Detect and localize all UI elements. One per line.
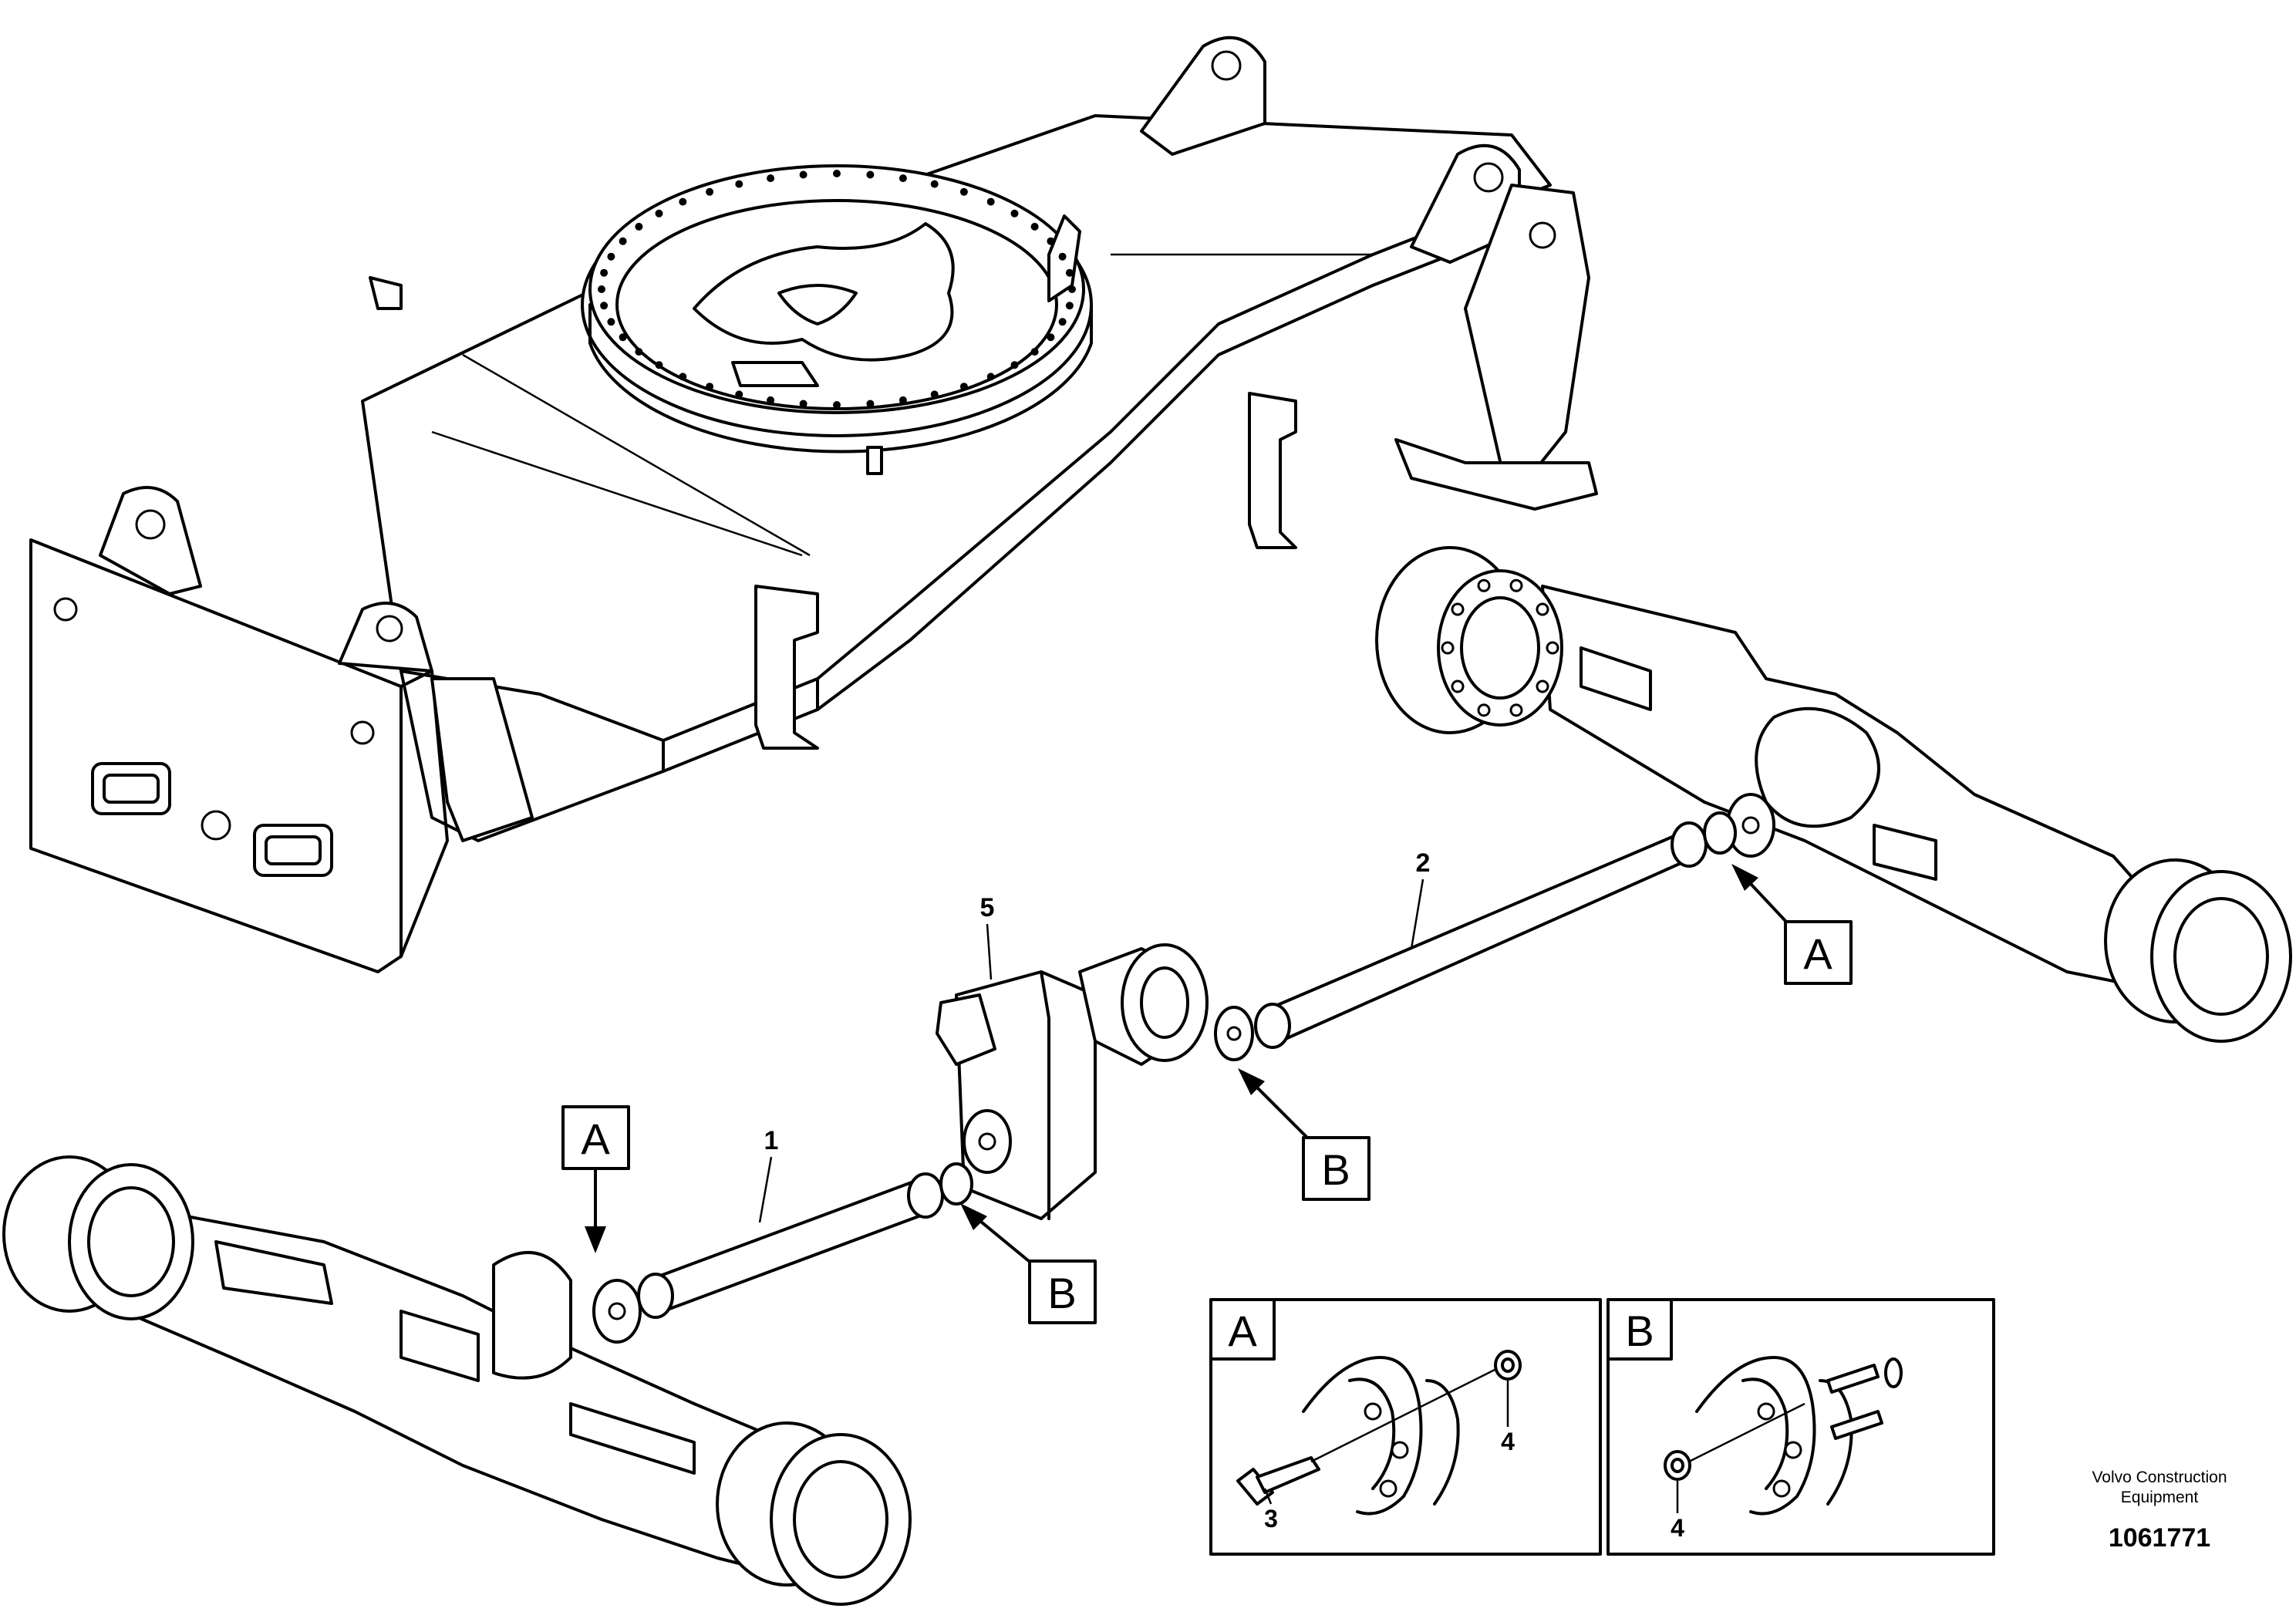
propeller-shaft-1 [637,1162,973,1319]
ring-bolt-hole [607,318,615,326]
front-axle [2,1155,912,1606]
ring-bolt-hole [600,268,609,277]
ring-bolt-hole [706,383,714,391]
ring-bolt-hole [833,401,841,409]
propeller-shaft-2 [1254,811,1737,1049]
callout-label: 2 [1416,848,1431,878]
ring-bolt-hole [619,237,627,245]
detail-callout-4: 4 [1671,1514,1684,1542]
ring-bolt-hole [930,180,939,188]
hub-stud [1509,703,1523,717]
ring-bolt-hole [767,174,775,183]
hub-stud [1536,602,1549,616]
ring-bolt-hole [986,197,995,206]
chassis-frame [29,35,1598,973]
company-name-line2: Equipment [2121,1489,2199,1506]
ring-bolt-hole [598,285,605,293]
hub-stud [1451,679,1465,693]
ring-bolt-hole [1010,209,1019,218]
callout-label: 1 [764,1126,779,1155]
ring-bolt-hole [899,396,907,404]
ring-bolt-hole [899,174,907,183]
ring-bolt-hole [600,302,609,310]
ring-bolt-hole [619,333,627,342]
company-name-line1: Volvo Construction [2092,1469,2227,1486]
callout-number-2: 2 [1410,848,1431,949]
detail-view-a: A 3 4 [1209,1298,1602,1556]
ring-bolt-hole [959,187,968,196]
ring-bolt-hole [986,373,995,381]
detail-view-b: B 4 [1607,1298,1995,1556]
ring-bolt-hole [735,180,743,188]
ring-bolt-hole [1058,252,1067,261]
view-ref-a-rear: A [1731,864,1853,985]
callout-number-5: 5 [980,893,995,980]
ring-bolt-hole [833,170,841,177]
hub-stud [1477,703,1491,717]
view-ref-b-gearbox-front: B [960,1203,1097,1324]
ring-bolt-hole [767,396,775,404]
ring-bolt-hole [1068,285,1076,293]
ring-bolt-hole [866,170,875,179]
ring-bolt-hole [1065,268,1074,277]
ring-bolt-hole [1010,361,1019,369]
ring-bolt-hole [607,252,615,261]
detail-view-label: B [1625,1307,1654,1355]
hub-stud [1441,641,1455,655]
hub-stud [1477,578,1491,592]
hub-stud [1451,602,1465,616]
footer-block: Volvo Construction Equipment 1061771 [2092,1469,2227,1553]
ring-bolt-hole [635,222,643,231]
transfer-gearbox [936,943,1254,1220]
ring-bolt-hole [679,373,687,381]
ring-bolt-hole [866,400,875,408]
view-ref-label: A [1803,929,1832,978]
detail-view-label: A [1228,1307,1257,1355]
ring-bolt-hole [679,197,687,206]
rear-axle [1375,546,2292,1043]
ring-bolt-hole [655,209,663,218]
view-ref-label: B [1047,1269,1076,1317]
detail-callout-3: 3 [1264,1505,1278,1533]
ring-bolt-hole [1047,333,1055,342]
ring-bolt-hole [1065,302,1074,310]
view-ref-label: A [581,1114,610,1163]
ring-bolt-hole [706,187,714,196]
ring-bolt-hole [655,361,663,369]
ring-bolt-hole [635,348,643,356]
ring-bolt-hole [799,170,807,179]
ring-bolt-hole [930,390,939,399]
detail-callout-4: 4 [1501,1428,1515,1455]
drawing-number: 1061771 [2109,1523,2210,1553]
ring-bolt-hole [959,383,968,391]
ring-bolt-hole [1030,222,1039,231]
callout-label: 5 [980,893,995,922]
hub-stud [1536,679,1549,693]
ring-bolt-hole [1058,318,1067,326]
hub-stud [1509,578,1523,592]
view-ref-label: B [1321,1145,1350,1194]
view-ref-a-front: A [561,1105,630,1253]
callout-number-1: 1 [758,1126,779,1223]
ring-bolt-hole [1030,348,1039,356]
view-ref-b-gearbox-rear: B [1238,1068,1371,1201]
ring-bolt-hole [1047,237,1055,245]
ring-bolt-hole [735,390,743,399]
hub-stud [1546,641,1559,655]
ring-bolt-hole [799,400,807,408]
